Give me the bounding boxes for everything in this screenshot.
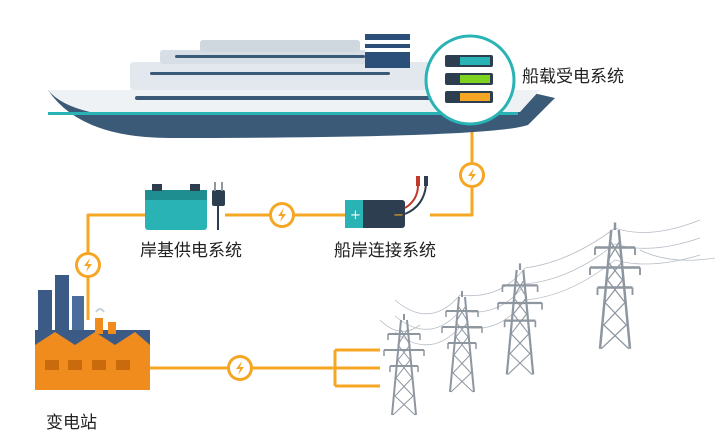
transmission-tower-icon	[496, 262, 544, 376]
ship-power-system-label: 船载受电系统	[522, 67, 624, 87]
power-plug-icon	[212, 182, 225, 230]
battery-icon: + −	[345, 200, 405, 228]
connection-system-label: 船岸连接系统	[334, 241, 436, 261]
lightning-bolt-icon	[75, 252, 101, 278]
lightning-bolt-icon	[227, 355, 253, 381]
svg-text:−: −	[393, 208, 404, 223]
lightning-bolt-icon	[269, 202, 295, 228]
battery-icon	[445, 55, 493, 103]
substation-factory	[35, 275, 150, 390]
shore-power-system-label: 岸基供电系统	[140, 241, 242, 261]
svg-text:+: +	[350, 208, 361, 223]
cable-connector	[333, 348, 380, 388]
lightning-bolt-icon	[459, 162, 485, 188]
battery-icon	[145, 184, 207, 230]
transmission-tower-icon	[588, 221, 642, 350]
ship-battery-panel	[424, 34, 516, 126]
transmission-tower-icon	[383, 313, 425, 416]
test-lead-icon	[404, 176, 428, 215]
substation-label: 变电站	[46, 413, 97, 433]
ship	[48, 34, 555, 138]
